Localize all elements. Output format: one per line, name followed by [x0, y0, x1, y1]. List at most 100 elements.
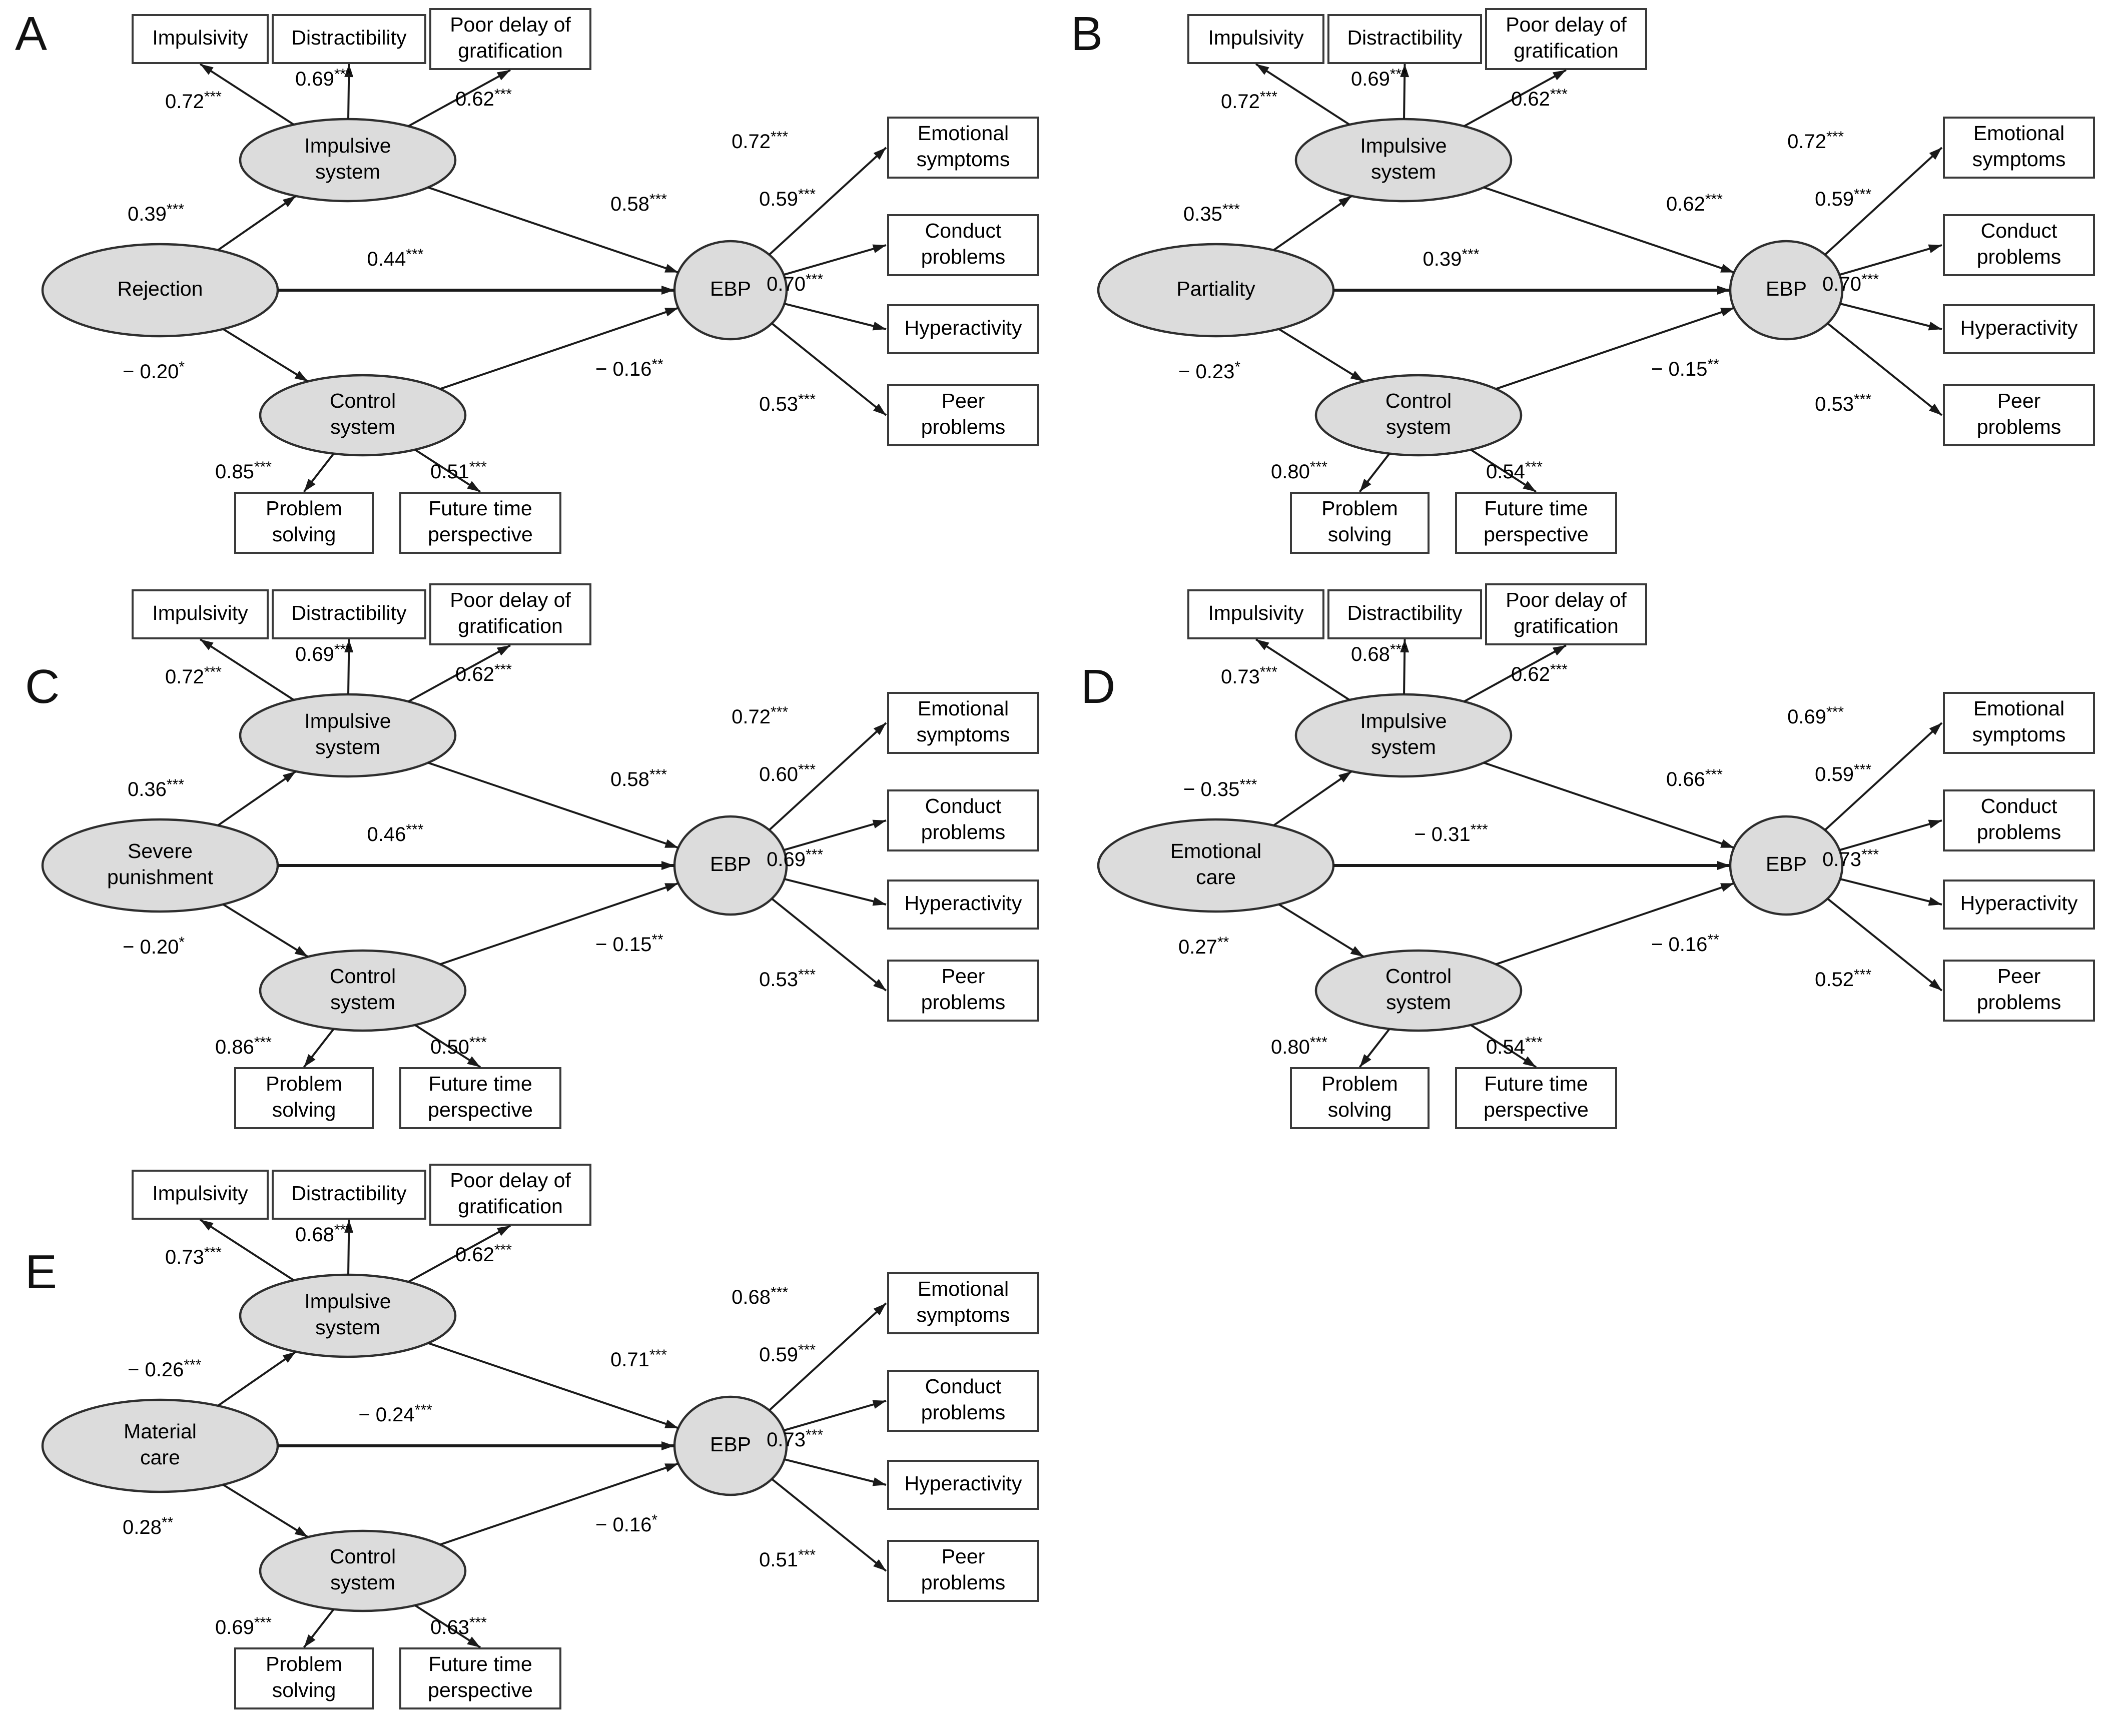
ebp-indicator-box: Conduct problems [887, 214, 1039, 276]
impulsive-system-node-shape [239, 1273, 457, 1358]
svg-text:− 0.20*: − 0.20* [123, 934, 185, 958]
impulsive-loading-arrow [1464, 69, 1567, 127]
svg-text:0.62***: 0.62*** [455, 86, 512, 110]
control-indicator-box-rect [234, 1067, 374, 1129]
svg-text:0.68***: 0.68*** [295, 1222, 352, 1246]
ebp-loading-arrow-head [872, 819, 886, 828]
ebp-loading-arrow [783, 244, 887, 276]
svg-text:0.54***: 0.54*** [1486, 459, 1543, 483]
ebp-indicator-box-rect [887, 304, 1039, 354]
ebp-indicator-box-label: Conduct [925, 794, 1002, 817]
ebp-indicator-box-label: symptoms [1972, 148, 2066, 171]
control-indicator-box-rect [399, 1647, 561, 1709]
predictor-to-ebp-arrow [1333, 861, 1730, 870]
ebp-loading-arrow-line [1839, 819, 1942, 851]
ebp-node: EBP [673, 240, 788, 341]
impulsive-system-node-shape [239, 693, 457, 778]
ebp-indicator-box-label: Emotional [918, 697, 1009, 720]
predictor-to-control-arrow-line [222, 903, 309, 958]
ebp-loading-arrow-line [783, 1400, 887, 1432]
predictor-to-ebp-arrow-head [661, 286, 674, 295]
ebp-loading-arrow-line [784, 303, 887, 330]
svg-text:0.53***: 0.53*** [759, 967, 816, 991]
predictor-to-control-arrow-line [222, 328, 309, 383]
ebp-loading-arrow-line [768, 1302, 887, 1411]
impulsive-loading-arrow [1255, 638, 1350, 701]
ebp-loading-arrow [1839, 819, 1942, 851]
impulsive-to-ebp-arrow [427, 761, 679, 849]
ebp-loading-arrow-line [783, 244, 887, 276]
control-indicator-box-label: Problem [266, 1652, 342, 1675]
impulsive-loading-arrow-head [1552, 70, 1566, 81]
impulsive-loading-arrow-head [496, 645, 510, 656]
ebp-indicator-box-label: problems [921, 820, 1006, 843]
impulsive-loading-arrow [408, 69, 511, 127]
control-indicator-box-label: Future time [1484, 1072, 1588, 1095]
predictor-to-impulsive-arrow [217, 770, 297, 826]
control-loading-arrow-head [467, 1056, 480, 1067]
svg-text:0.69***: 0.69*** [1351, 66, 1408, 90]
svg-text:0.58***: 0.58*** [610, 191, 667, 215]
svg-text:− 0.16*: − 0.16* [595, 1512, 657, 1536]
ebp-indicator-box-label: problems [921, 1401, 1006, 1424]
impulsive-indicator-box-rect [1485, 8, 1647, 70]
predictor-to-impulsive-arrow-head [1338, 771, 1352, 783]
ebp-indicator-box-label: problems [921, 245, 1006, 268]
ebp-indicator-box-label: Conduct [925, 219, 1002, 242]
ebp-loading-arrow-line [1824, 722, 1943, 831]
impulsive-indicator-box-rect [1187, 589, 1324, 639]
ebp-loading-arrow [768, 722, 887, 831]
impulsive-indicator-box-rect [132, 589, 269, 639]
control-loading-arrow-head [467, 481, 480, 492]
impulsive-system-node-label: system [315, 1316, 380, 1339]
ebp-loading-arrow-head [1928, 897, 1942, 906]
ebp-indicator-box-label: Peer [942, 1545, 985, 1568]
impulsive-loading-arrow-line [1464, 69, 1567, 127]
impulsive-indicator-box: Impulsivity [132, 1170, 269, 1220]
predictor-to-control-arrow [222, 328, 309, 383]
control-loading-arrow-head [1359, 1054, 1371, 1067]
control-loading-arrow [1470, 1024, 1537, 1068]
predictor-to-impulsive-arrow [1273, 195, 1352, 251]
impulsive-indicator-box-rect [132, 1170, 269, 1220]
ebp-indicator-box-rect [1943, 117, 2095, 179]
ebp-indicator-box-rect [1943, 304, 2095, 354]
impulsive-indicator-box-rect [429, 583, 591, 645]
control-loading-arrow-head [1523, 1056, 1536, 1067]
svg-text:0.72***: 0.72*** [1787, 129, 1844, 153]
impulsive-indicator-box: Distractibility [1327, 14, 1482, 64]
control-loading-arrow [414, 1604, 481, 1648]
ebp-indicator-box-rect [1943, 880, 2095, 930]
ebp-node-label: EBP [1766, 277, 1807, 300]
ebp-loading-arrow [1840, 303, 1942, 331]
ebp-loading-arrow-head [873, 723, 886, 735]
ebp-indicator-box-rect [1943, 692, 2095, 754]
ebp-loading-arrow-head [1929, 979, 1942, 991]
ebp-indicator-box-rect [1943, 789, 2095, 851]
svg-text:0.69***: 0.69*** [295, 641, 352, 665]
svg-text:− 0.26***: − 0.26*** [128, 1357, 202, 1381]
impulsive-loading-arrow-head [200, 64, 214, 75]
control-to-ebp-arrow-line [1495, 882, 1735, 966]
ebp-loading-arrow-line [784, 878, 887, 906]
svg-text:− 0.20*: − 0.20* [123, 359, 185, 383]
impulsive-loading-arrow-head [496, 1226, 510, 1236]
ebp-indicator-box: Hyperactivity [887, 880, 1039, 930]
impulsive-loading-arrow-line [199, 1219, 295, 1281]
impulsive-loading-arrow [408, 1225, 511, 1283]
impulsive-loading-arrow [1464, 644, 1567, 702]
predictor-node-label: punishment [107, 865, 214, 889]
control-indicator-box-label: Problem [266, 1072, 342, 1095]
ebp-indicator-box-label: Emotional [918, 122, 1009, 145]
